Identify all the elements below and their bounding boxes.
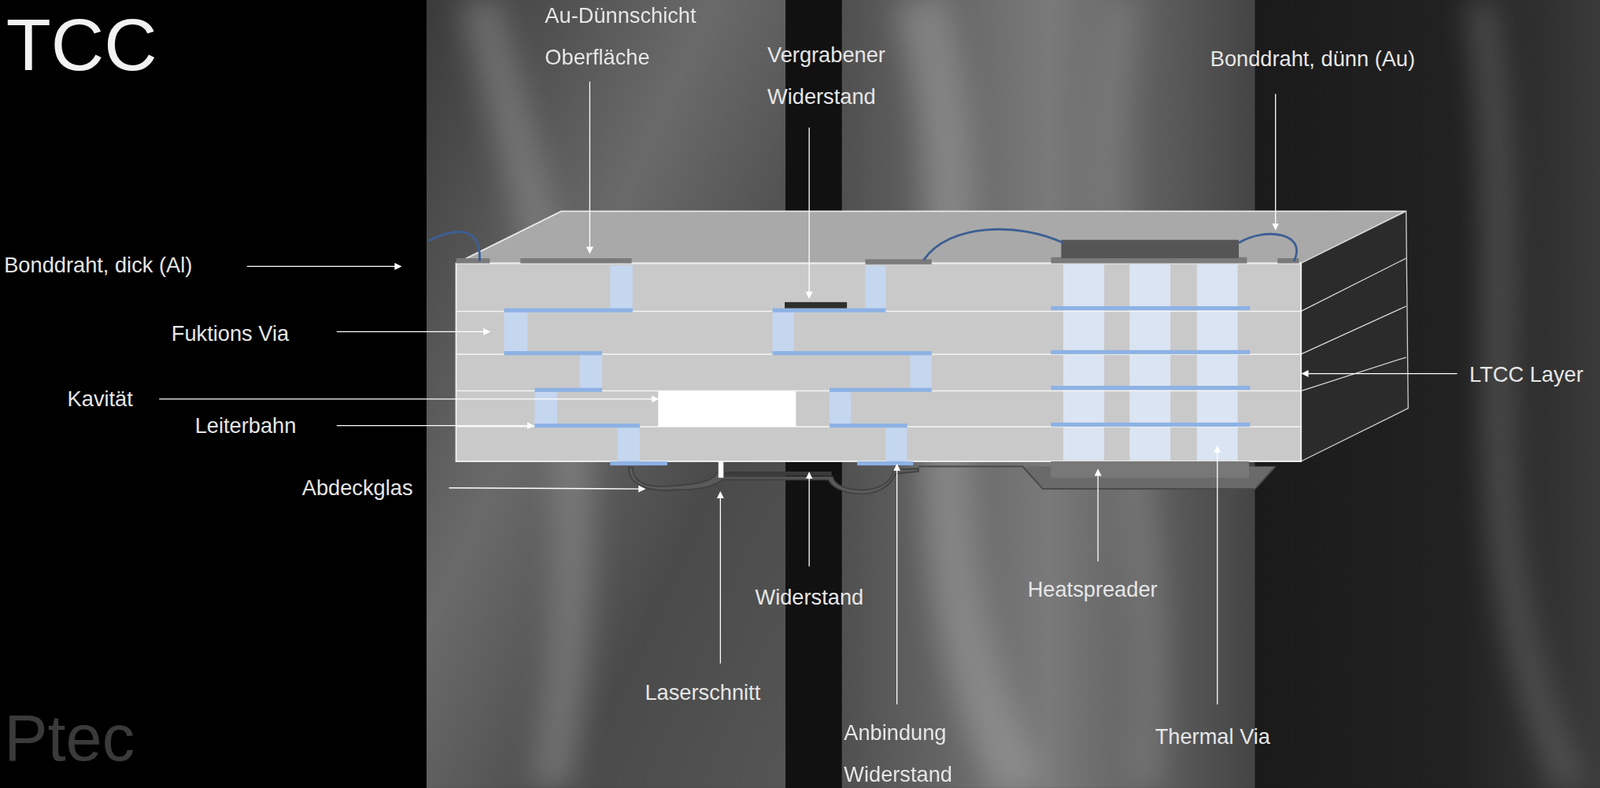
illustration-part [617,426,640,462]
illustration-part [829,387,932,392]
illustration-part [456,310,1302,427]
illustration-part [1300,258,1407,392]
callout-label: Heatspreader [1027,576,1158,604]
illustration-part [534,391,558,427]
illustration-part [1063,264,1105,461]
callout-label: Laserschnitt [644,679,761,707]
illustration-part [1050,306,1250,311]
callout-label: Kavität [67,385,134,413]
illustration-part [809,472,810,566]
ltcc-block [428,210,1409,494]
illustration-part [609,461,668,466]
illustration-part [579,354,603,392]
resistor [724,471,832,476]
bond-wires [428,229,1297,262]
callout-label: Abdeckglas [302,474,414,502]
illustration-part [1197,264,1238,461]
callout-label: Thermal Via [1155,723,1271,751]
illustration-part [857,461,913,466]
laser-cut [718,461,724,478]
illustration-part [772,308,886,313]
top-pads [456,257,1300,265]
illustration-part [456,258,491,263]
illustration-part [864,258,932,264]
illustration-part [456,210,1407,263]
illustration-part [864,265,886,311]
illustration-part [520,258,632,263]
illustration-part [1301,373,1457,374]
illustration-part [504,310,529,354]
thermal-via-columns [1063,264,1238,461]
illustration-part [772,310,794,354]
callout-label: Leiterbahn [195,412,297,440]
illustration-part [1300,306,1407,355]
callout-label: Bonddraht, dünn (Au) [1210,45,1416,73]
illustration-part [628,467,919,495]
illustration-part [609,265,633,311]
chip [1060,240,1239,259]
leader-lines [158,81,1457,705]
illustration-part [504,308,633,313]
illustration-part [456,263,1302,462]
buried-resistor [784,302,847,309]
illustration-part [158,398,658,400]
callout-label: LTCC Layer [1469,361,1584,388]
callout-label: Anbindung Widerstand [843,711,955,788]
illustration-part [1238,233,1297,262]
illustration-part [896,464,898,705]
conductor-tracks [504,306,1251,466]
illustration-part [1050,422,1250,427]
illustration-part [247,266,402,267]
illustration-part [1050,350,1250,355]
illustration-part [336,331,490,333]
title: TCC [6,3,158,86]
illustration-part [829,423,908,428]
illustration-part [1129,264,1171,461]
function-vias [504,265,932,462]
illustration-part [1255,0,1600,788]
illustration-part [1479,0,1572,788]
illustration-part [809,127,810,299]
illustration-part [885,426,907,462]
illustration-part [589,81,591,254]
illustration-part [448,487,645,489]
illustration-part [829,391,851,427]
illustration-part [1274,93,1276,230]
illustration-part [1216,446,1218,705]
illustration-part [534,423,640,428]
illustration-part [1300,258,1407,311]
callout-label: Bonddraht, dick (Al) [3,251,193,279]
callout-label: Fuktions Via [171,320,289,348]
illustration-part [720,491,721,664]
cavity [657,391,796,427]
illustration-part [1300,210,1408,462]
illustration-part [910,354,932,392]
illustration-part [772,351,932,355]
illustration-part [534,387,603,392]
callout-label: Widerstand [754,583,864,611]
bottom-side [628,461,1276,494]
illustration-part [1097,469,1098,562]
illustration-part [336,424,534,426]
illustration-part [1050,385,1250,390]
illustration-part [428,232,481,262]
watermark: Ptec [3,702,135,774]
illustration-part [504,351,603,355]
heatspreader [1050,461,1249,478]
illustration-part [923,229,1064,260]
callout-label: Vergrabener Widerstand [767,33,889,118]
callout-label: Au-Dünnschicht Oberfläche [544,0,699,78]
